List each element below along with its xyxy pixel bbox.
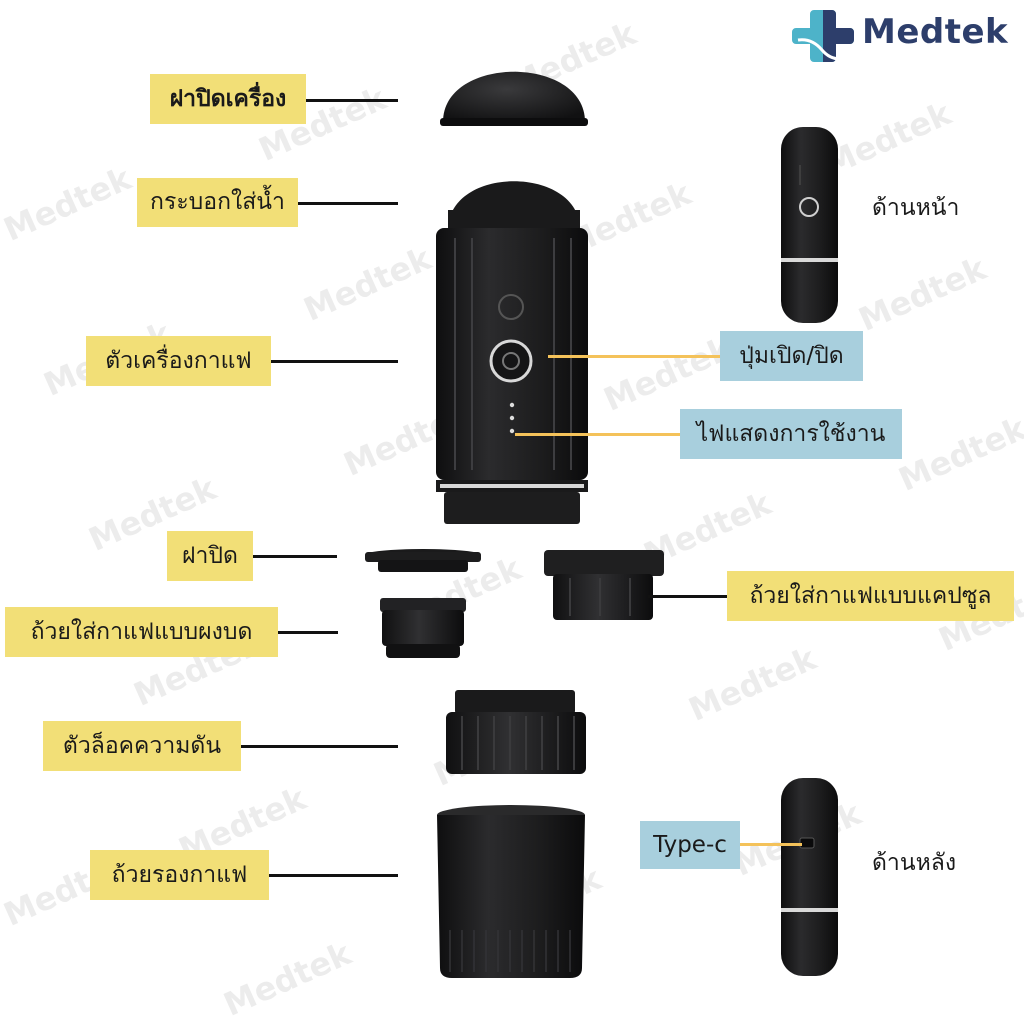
cap-part	[365, 549, 481, 572]
leader-line	[269, 874, 398, 877]
label-coffee-cup: ถ้วยรองกาแฟ	[90, 850, 269, 900]
label-indicator-light: ไฟแสดงการใช้งาน	[680, 409, 902, 459]
label-water-tank: กระบอกใส่น้ำ	[137, 178, 298, 227]
label-cap: ฝาปิด	[167, 531, 253, 581]
label-top-lid: ฝาปิดเครื่อง	[150, 74, 306, 124]
leader-line	[253, 555, 337, 558]
leader-line	[278, 631, 338, 634]
label-pressure-lock: ตัวล็อคความดัน	[43, 721, 241, 771]
medical-cross-icon	[792, 10, 854, 62]
label-type-c: Type-c	[640, 821, 740, 869]
leader-line	[548, 355, 722, 358]
machine-body-part	[436, 181, 588, 524]
brand-name: Medtek	[862, 12, 1009, 52]
label-machine-body: ตัวเครื่องกาแฟ	[86, 336, 271, 386]
top-lid-part	[440, 71, 588, 126]
back-view-caption: ด้านหลัง	[872, 850, 957, 876]
leader-line	[740, 843, 802, 846]
front-view-part	[781, 127, 838, 323]
ground-coffee-cup-part	[380, 598, 466, 658]
coffee-cup-part	[437, 805, 585, 978]
label-capsule-cup: ถ้วยใส่กาแฟแบบแคปซูล	[727, 571, 1014, 621]
brand-logo: Medtek	[790, 4, 1022, 68]
leader-line	[648, 595, 728, 598]
leader-line	[241, 745, 398, 748]
leader-line	[271, 360, 398, 363]
label-power-button: ปุ่มเปิด/ปิด	[720, 331, 863, 381]
back-view-part	[781, 778, 838, 976]
leader-line	[515, 433, 682, 436]
label-ground-coffee-cup: ถ้วยใส่กาแฟแบบผงบด	[5, 607, 278, 657]
leader-line	[306, 99, 398, 102]
leader-line	[298, 202, 398, 205]
capsule-cup-part	[544, 550, 664, 620]
pressure-lock-part	[446, 690, 586, 774]
front-view-caption: ด้านหน้า	[872, 195, 960, 221]
